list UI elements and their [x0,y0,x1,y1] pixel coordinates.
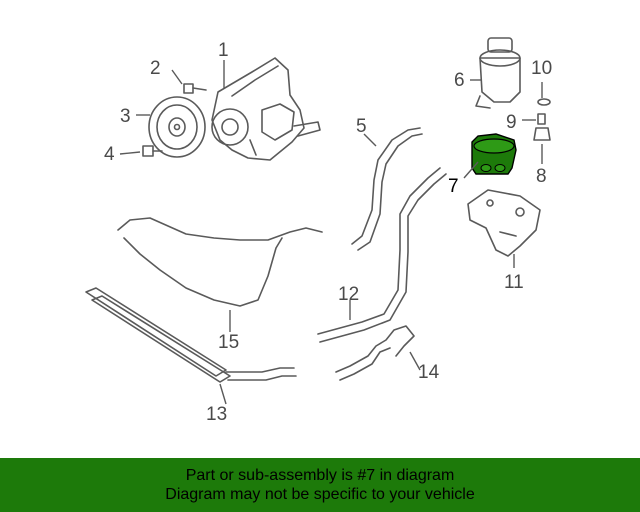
washer [537,98,551,106]
callout-8: 8 [536,166,547,187]
callout-15: 15 [218,332,239,353]
leader-lines [119,60,543,405]
pulley [148,96,206,158]
reservoir [475,37,521,109]
callout-9: 9 [506,112,517,133]
callout-2: 2 [150,58,161,79]
callout-7: 7 [448,176,459,197]
pulley-bolt [142,145,163,157]
cooler-hose [335,325,415,381]
callout-11: 11 [504,272,524,293]
callout-3: 3 [120,106,131,127]
grommet [533,127,551,141]
banner-line-1: Part or sub-assembly is #7 in diagram [185,467,455,484]
banner-line-2: Diagram may not be specific to your vehi… [165,486,475,503]
callout-6: 6 [454,70,465,91]
callout-10: 10 [531,58,552,79]
line-assembly [117,217,323,307]
spacer [537,113,546,125]
parts-diagram: 1 2 3 4 5 6 7 8 9 10 11 12 13 14 15 [85,37,552,425]
pressure-line [317,167,447,343]
mounting-bracket [467,189,541,257]
callout-1: 1 [218,40,229,61]
info-banner: Part or sub-assembly is #7 in diagram Di… [0,458,640,512]
cooler [85,287,297,383]
power-steering-pump [211,57,321,161]
bolt [183,83,207,94]
callout-13: 13 [206,404,227,425]
callout-12: 12 [338,284,359,305]
return-hose [351,127,423,251]
callout-14: 14 [418,362,440,383]
reservoir-bracket-highlighted [471,133,517,175]
callout-5: 5 [356,116,367,137]
callout-4: 4 [104,144,115,165]
